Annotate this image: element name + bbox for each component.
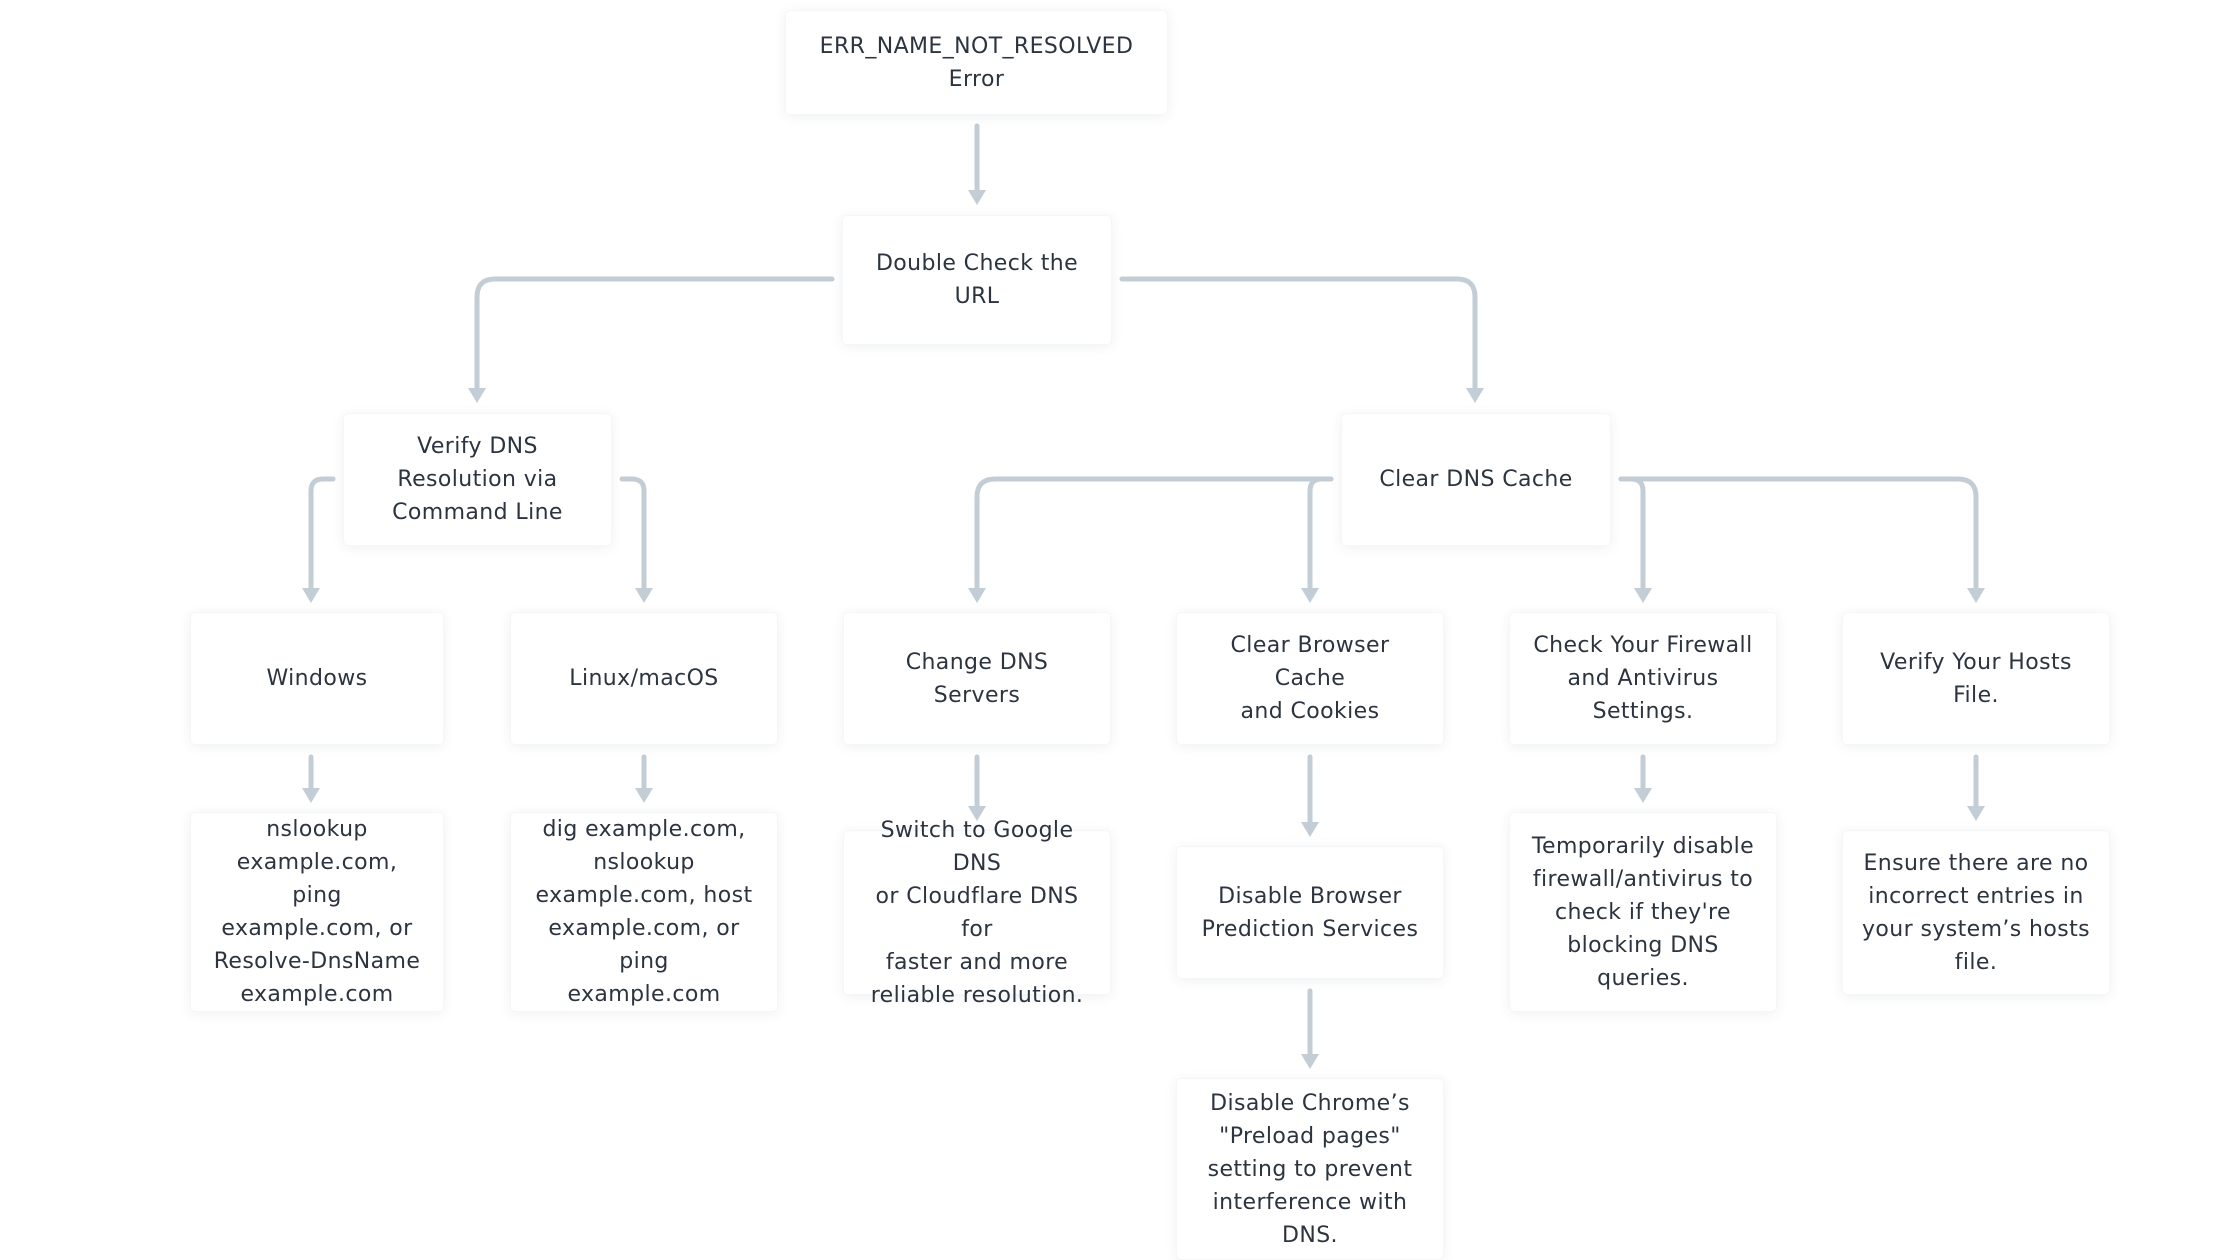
node-label: Linux/macOS bbox=[569, 666, 719, 691]
node-label: Change DNS Servers bbox=[905, 649, 1049, 708]
node-windows: Windows bbox=[190, 612, 444, 745]
node-label: Verify Your Hosts File. bbox=[1880, 649, 2072, 708]
node-disable-prediction: Disable Browser Prediction Services bbox=[1176, 846, 1444, 979]
node-clear-browser-cache: Clear Browser Cache and Cookies bbox=[1176, 612, 1444, 745]
arrowhead bbox=[1466, 388, 1484, 403]
node-double-check-url: Double Check the URL bbox=[842, 215, 1112, 345]
node-linux-macos: Linux/macOS bbox=[510, 612, 778, 745]
arrowhead bbox=[468, 388, 486, 403]
node-verify-dns-command-line: Verify DNS Resolution via Command Line bbox=[343, 413, 612, 546]
node-verify-hosts-file: Verify Your Hosts File. bbox=[1842, 612, 2110, 745]
arrowhead bbox=[968, 190, 986, 205]
node-label: Ensure there are no incorrect entries in… bbox=[1862, 850, 2090, 975]
node-clear-dns-cache: Clear DNS Cache bbox=[1341, 413, 1611, 546]
arrowhead bbox=[1634, 588, 1652, 603]
arrowhead bbox=[635, 588, 653, 603]
node-label: Check Your Firewall and Antivirus Settin… bbox=[1533, 633, 1753, 724]
node-label: Double Check the URL bbox=[875, 251, 1079, 309]
node-label: Verify DNS Resolution via Command Line bbox=[392, 434, 563, 525]
edge-verify-dns-to-windows bbox=[308, 476, 336, 591]
arrowhead bbox=[635, 788, 653, 803]
arrowhead bbox=[302, 788, 320, 803]
node-label: ERR_NAME_NOT_RESOLVED Error bbox=[819, 33, 1134, 92]
arrowhead bbox=[1301, 1054, 1319, 1069]
arrowhead bbox=[1301, 588, 1319, 603]
node-label: dig example.com, nslookup example.com, h… bbox=[535, 817, 753, 1007]
edge-double-check-to-clear-dns-cache bbox=[1119, 276, 1478, 391]
arrowhead bbox=[1634, 788, 1652, 803]
node-label: Switch to Google DNS or Cloudflare DNS f… bbox=[870, 817, 1084, 1008]
node-hosts-entries: Ensure there are no incorrect entries in… bbox=[1842, 830, 2110, 995]
node-check-firewall: Check Your Firewall and Antivirus Settin… bbox=[1509, 612, 1777, 745]
node-change-dns-servers: Change DNS Servers bbox=[843, 612, 1111, 745]
node-err-name-not-resolved: ERR_NAME_NOT_RESOLVED Error bbox=[785, 10, 1168, 115]
node-label: Disable Chrome’s "Preload pages" setting… bbox=[1207, 1090, 1413, 1248]
arrowhead bbox=[302, 588, 320, 603]
node-label: Clear Browser Cache and Cookies bbox=[1230, 633, 1390, 724]
node-label: Clear DNS Cache bbox=[1379, 467, 1573, 492]
edge-clear-dns-to-clear-browser-cache bbox=[1307, 476, 1334, 591]
node-label: Windows bbox=[266, 666, 368, 691]
node-label: nslookup example.com, ping example.com, … bbox=[213, 817, 421, 1007]
node-label: Temporarily disable firewall/antivirus t… bbox=[1531, 833, 1755, 991]
edge-verify-dns-to-linux-macos bbox=[619, 476, 647, 591]
edge-clear-dns-to-check-firewall bbox=[1618, 476, 1646, 591]
node-disable-preload: Disable Chrome’s "Preload pages" setting… bbox=[1176, 1078, 1444, 1260]
node-switch-dns: Switch to Google DNS or Cloudflare DNS f… bbox=[843, 818, 1111, 1008]
node-windows-commands: nslookup example.com, ping example.com, … bbox=[190, 812, 444, 1012]
arrowhead bbox=[1967, 806, 1985, 821]
edge-clear-dns-to-verify-hosts bbox=[1618, 476, 1979, 591]
node-linux-commands: dig example.com, nslookup example.com, h… bbox=[510, 812, 778, 1012]
arrowhead bbox=[1967, 588, 1985, 603]
arrowhead bbox=[968, 588, 986, 603]
arrowhead bbox=[1301, 822, 1319, 837]
edge-double-check-to-verify-dns bbox=[474, 276, 835, 391]
node-disable-firewall: Temporarily disable firewall/antivirus t… bbox=[1509, 812, 1777, 1012]
arrowhead bbox=[968, 806, 986, 821]
edge-clear-dns-to-change-dns bbox=[974, 476, 1334, 591]
node-label: Disable Browser Prediction Services bbox=[1201, 883, 1419, 942]
